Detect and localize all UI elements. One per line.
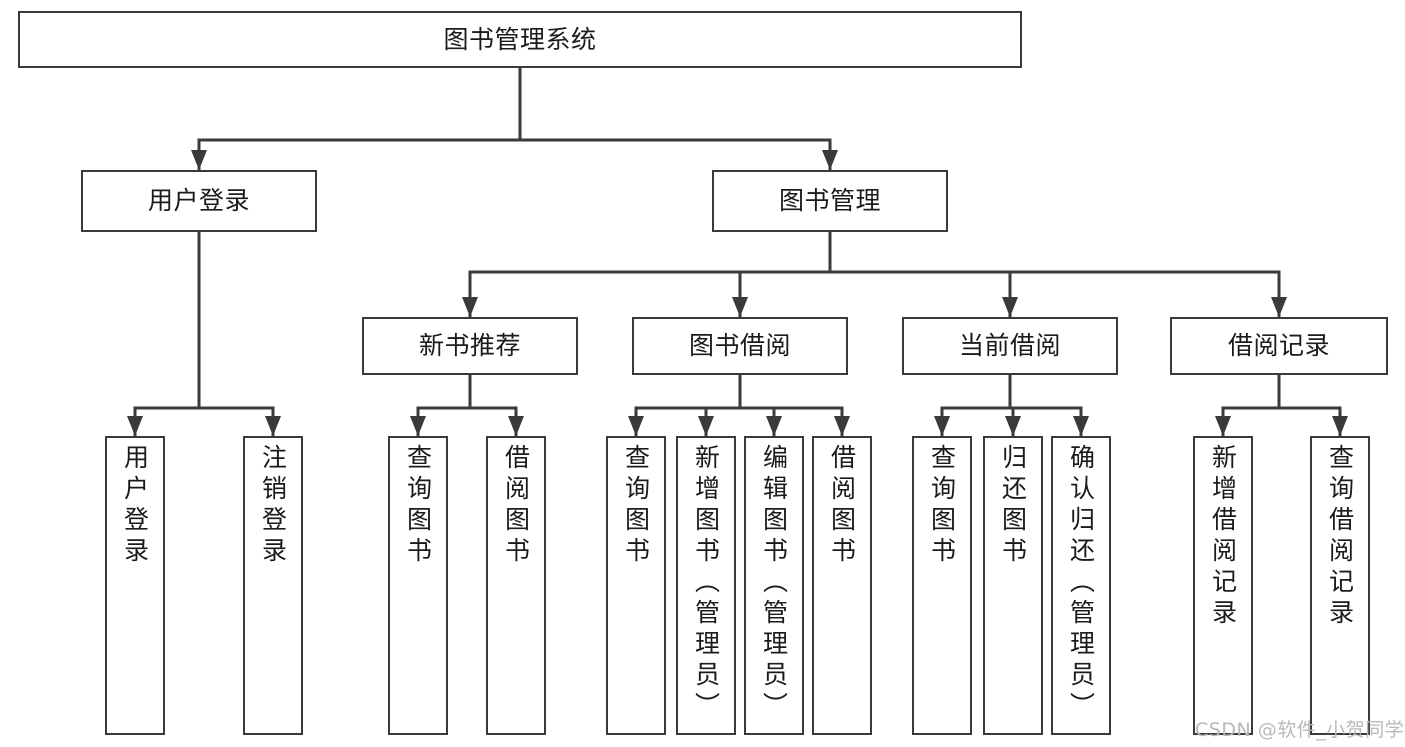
node-book-borrow[interactable]: 图书借阅 — [632, 317, 848, 375]
node-add-borrow-record[interactable]: 新增借阅记录 — [1193, 436, 1253, 735]
node-new-book-recommend-label: 新书推荐 — [418, 331, 521, 361]
node-query-book-1[interactable]: 查询图书 — [388, 436, 448, 735]
node-return-book-label: 归还图书 — [998, 444, 1028, 568]
node-root[interactable]: 图书管理系统 — [18, 11, 1022, 68]
node-confirm-return-admin-label: 确认归还（管理员） — [1066, 444, 1096, 723]
node-query-borrow-record[interactable]: 查询借阅记录 — [1310, 436, 1370, 735]
node-borrow-book-1-label: 借阅图书 — [501, 444, 531, 568]
node-borrow-record-label: 借阅记录 — [1227, 331, 1330, 361]
node-user-login[interactable]: 用户登录 — [81, 170, 317, 232]
node-current-borrow-label: 当前借阅 — [958, 331, 1061, 361]
node-new-book-recommend[interactable]: 新书推荐 — [362, 317, 578, 375]
node-query-borrow-record-label: 查询借阅记录 — [1325, 444, 1355, 630]
node-user-login-label: 用户登录 — [120, 444, 150, 568]
node-add-borrow-record-label: 新增借阅记录 — [1208, 444, 1238, 630]
node-book-management[interactable]: 图书管理 — [712, 170, 948, 232]
node-current-borrow[interactable]: 当前借阅 — [902, 317, 1118, 375]
node-edit-book-admin[interactable]: 编辑图书（管理员） — [744, 436, 804, 735]
node-add-book-admin-label: 新增图书（管理员） — [691, 444, 721, 723]
node-book-management-label: 图书管理 — [778, 186, 881, 216]
node-query-book-1-label: 查询图书 — [403, 444, 433, 568]
node-user-login-label: 用户登录 — [147, 186, 250, 216]
node-return-book[interactable]: 归还图书 — [983, 436, 1043, 735]
node-borrow-book-2[interactable]: 借阅图书 — [812, 436, 872, 735]
node-user-login[interactable]: 用户登录 — [105, 436, 165, 735]
node-borrow-book-2-label: 借阅图书 — [827, 444, 857, 568]
node-query-book-2[interactable]: 查询图书 — [606, 436, 666, 735]
node-edit-book-admin-label: 编辑图书（管理员） — [759, 444, 789, 723]
node-confirm-return-admin[interactable]: 确认归还（管理员） — [1051, 436, 1111, 735]
node-book-borrow-label: 图书借阅 — [688, 331, 791, 361]
csdn-watermark: CSDN @软件_小贺同学 — [1195, 719, 1405, 741]
node-root-label: 图书管理系统 — [443, 24, 597, 54]
node-borrow-record[interactable]: 借阅记录 — [1170, 317, 1388, 375]
node-user-logout[interactable]: 注销登录 — [243, 436, 303, 735]
node-borrow-book-1[interactable]: 借阅图书 — [486, 436, 546, 735]
node-query-book-2-label: 查询图书 — [621, 444, 651, 568]
node-query-book-3[interactable]: 查询图书 — [912, 436, 972, 735]
node-query-book-3-label: 查询图书 — [927, 444, 957, 568]
node-add-book-admin[interactable]: 新增图书（管理员） — [676, 436, 736, 735]
node-user-logout-label: 注销登录 — [258, 444, 288, 568]
